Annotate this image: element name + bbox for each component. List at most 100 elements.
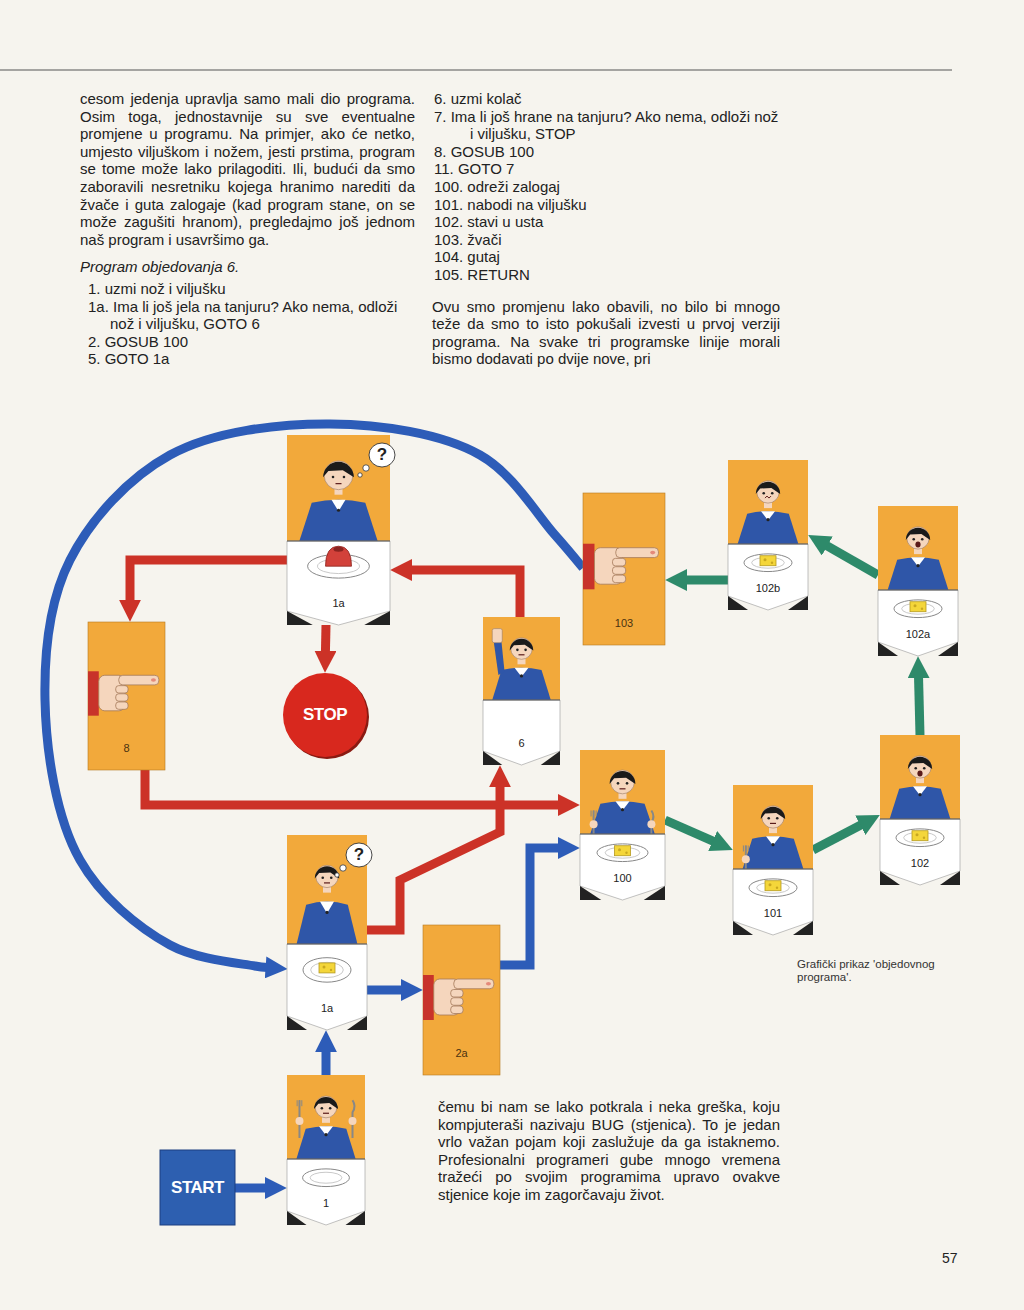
- text-column: ?: [359, 855, 369, 875]
- program-step-card: 1: [287, 1075, 365, 1225]
- drawing-part: [756, 482, 780, 494]
- drawing-part: [324, 461, 353, 490]
- drawing-part: [363, 465, 369, 471]
- step-number: 2a: [455, 1047, 467, 1059]
- drawing-part: [880, 819, 960, 820]
- drawing-part: [116, 702, 128, 709]
- drawing-part: [765, 496, 771, 498]
- drawing-part: [287, 835, 372, 1030]
- drawing-part: [337, 509, 340, 512]
- drawing-part: [918, 793, 921, 796]
- step-number: 102: [911, 857, 929, 869]
- drawing-part: [346, 1211, 366, 1225]
- body-text: cesom jedenja upravlja samo mali dio pro…: [80, 90, 415, 248]
- drawing-part: [610, 771, 636, 784]
- drawing-part: [890, 786, 951, 819]
- drawing-part: [520, 674, 523, 677]
- drawing-part: [160, 1150, 235, 1225]
- drawing-part: [316, 865, 338, 887]
- drawing-part: [757, 481, 779, 503]
- drawing-part: [583, 544, 594, 590]
- flow-arrow: [321, 625, 331, 653]
- drawing-part: [321, 1107, 324, 1110]
- card-illustration: [287, 435, 390, 625]
- top-rule: [0, 70, 952, 71]
- drawing-part: [613, 567, 626, 575]
- step-number: 102a: [906, 628, 930, 640]
- drawing-part: [733, 921, 753, 935]
- drawing-part: [320, 901, 334, 913]
- drawing-part: [762, 806, 784, 828]
- drawing-part: [451, 998, 463, 1006]
- jump-step-card: 2a: [423, 925, 500, 1075]
- program-step-card: 101: [733, 785, 813, 935]
- drawing-part: [771, 562, 773, 564]
- drawing-part: [287, 1159, 365, 1225]
- drawing-part: [912, 538, 915, 541]
- drawing-part: [743, 836, 804, 869]
- drawing-part: [907, 527, 929, 549]
- program-line: 1a. Ima li još jela na tanjuru? Ako nema…: [80, 298, 415, 333]
- drawing-part: [766, 518, 769, 521]
- drawing-part: [913, 786, 927, 795]
- program-line: 5. GOTO 1a: [80, 350, 415, 368]
- drawing-part: [880, 819, 960, 885]
- drawing-part: [611, 770, 635, 794]
- program-line: 1. uzmi nož i viljušku: [80, 280, 415, 298]
- drawing-part: [323, 462, 354, 477]
- drawing-part: [580, 886, 601, 900]
- program-line: 102. stavi u usta: [432, 213, 780, 231]
- drawing-part: [324, 882, 330, 883]
- drawing-part: [771, 843, 774, 846]
- drawing-part: [912, 831, 928, 841]
- drawing-part: [738, 511, 799, 544]
- drawing-part: [767, 817, 770, 820]
- drawing-part: [287, 541, 390, 625]
- program-heading: Program objedovanja 6.: [80, 258, 415, 276]
- flow-arrow: [235, 1184, 267, 1193]
- drawing-part: [743, 845, 748, 851]
- drawing-part: [749, 879, 797, 897]
- drawing-part: [788, 596, 808, 610]
- figure-caption: Grafički prikaz 'objedovnog programa'.: [797, 958, 957, 984]
- jump-step-card: 103: [583, 493, 665, 645]
- stop-label: STOP: [303, 705, 347, 725]
- drawing-part: [915, 541, 920, 547]
- drawing-part: [483, 751, 502, 765]
- drawing-part: [303, 1169, 350, 1187]
- stop-circle: STOP: [283, 673, 367, 757]
- drawing-part: [583, 493, 665, 645]
- drawing-part: [324, 1133, 327, 1136]
- drawing-part: [761, 511, 775, 520]
- drawing-part: [287, 435, 395, 625]
- program-step-card: 102: [880, 735, 960, 885]
- drawing-part: [728, 544, 808, 610]
- flow-arrow: [410, 570, 520, 617]
- drawing-part: [88, 622, 165, 770]
- drawing-part: [621, 808, 624, 811]
- step-number: 100: [613, 872, 631, 884]
- drawing-part: [335, 873, 339, 877]
- drawing-part: [319, 1126, 333, 1135]
- drawing-part: [620, 788, 626, 789]
- page-number: 57: [942, 1250, 982, 1266]
- drawing-part: [119, 675, 159, 685]
- drawing-part: [910, 602, 926, 612]
- step-number: 103: [615, 617, 633, 629]
- drawing-part: [303, 958, 351, 982]
- program-line: 8. GOSUB 100: [432, 143, 780, 161]
- drawing-part: [347, 1016, 367, 1030]
- body-text: Ovu smo promjenu lako obavili, no bilo b…: [432, 298, 780, 368]
- drawing-part: [583, 493, 665, 645]
- drawing-part: [647, 820, 655, 828]
- program-step-card: 100: [580, 750, 665, 900]
- drawing-part: [896, 829, 944, 847]
- step-number: 1a: [332, 597, 344, 609]
- drawing-part: [880, 871, 900, 885]
- drawing-part: [793, 921, 813, 935]
- drawing-part: [287, 611, 313, 625]
- drawing-part: [914, 604, 917, 607]
- drawing-part: [878, 506, 958, 656]
- drawing-part: [295, 1117, 303, 1125]
- drawing-part: [358, 473, 362, 477]
